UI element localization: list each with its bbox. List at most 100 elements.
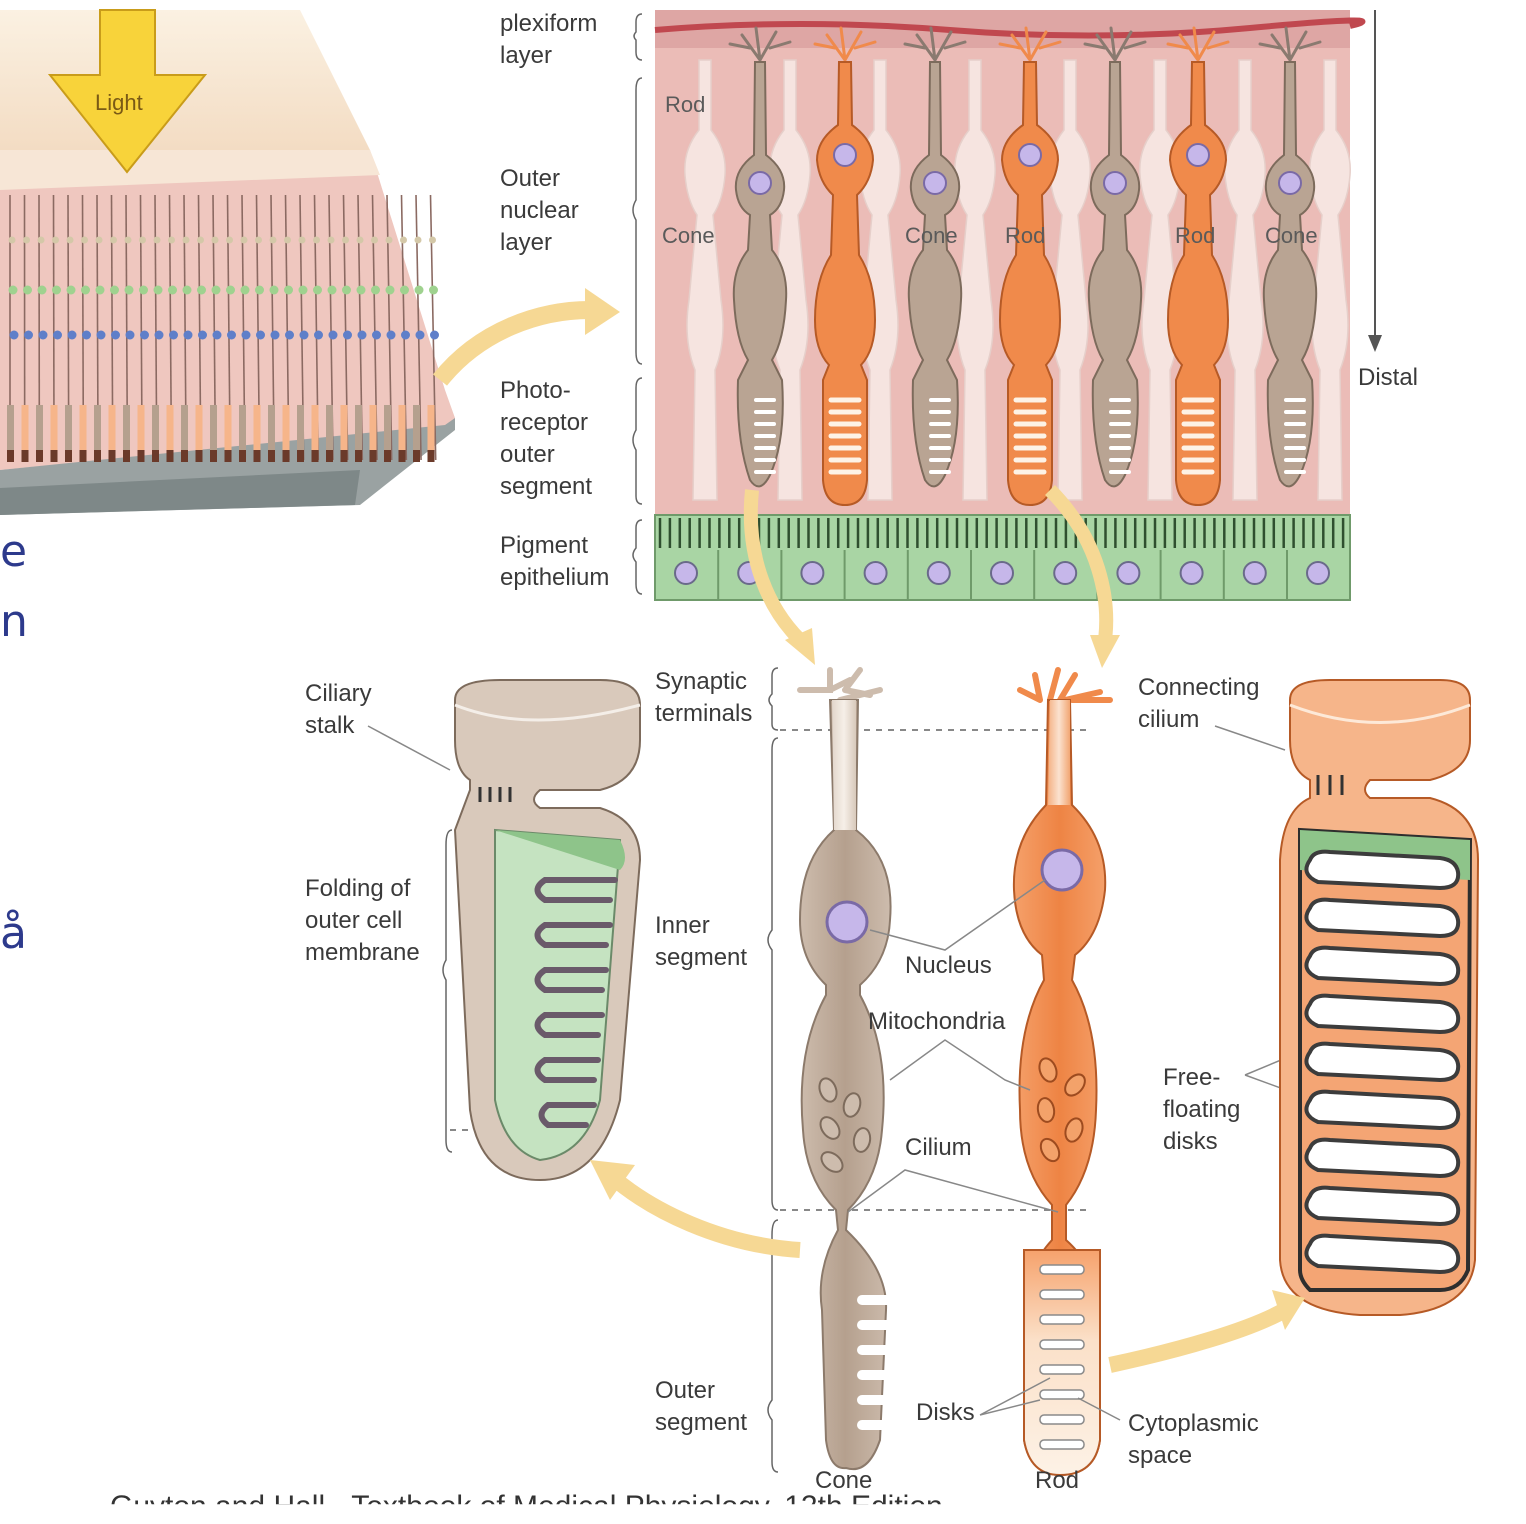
wedge-cell-blue-2 — [24, 331, 33, 340]
wedge-photoreceptor-9 — [123, 405, 130, 450]
wedge-to-tissue-arrow — [440, 310, 590, 380]
wedge-segment-28 — [399, 450, 406, 462]
wedge-photoreceptor-3 — [36, 405, 43, 450]
wedge-photoreceptor-25 — [355, 405, 362, 450]
wedge-cell-green-25 — [357, 286, 366, 295]
wedge-cell-top-5 — [67, 237, 74, 244]
tissue-label-rod-3: Rod — [1175, 223, 1215, 249]
wedge-cell-blue-11 — [155, 331, 164, 340]
wedge-cell-blue-6 — [82, 331, 91, 340]
rod-to-enlargement-arrow — [1110, 1310, 1285, 1365]
wedge-photoreceptor-8 — [109, 405, 116, 450]
wedge-cell-blue-30 — [430, 331, 439, 340]
wedge-cell-green-11 — [154, 286, 163, 295]
wedge-segment-9 — [123, 450, 130, 462]
wedge-photoreceptor-30 — [428, 405, 435, 450]
wedge-segment-30 — [428, 450, 435, 462]
wedge-segment-13 — [181, 450, 188, 462]
tissue-label-rod-1: Rod — [665, 92, 705, 118]
rod-enlarged-disk-4 — [1306, 996, 1458, 1032]
wedge-segment-10 — [138, 450, 145, 462]
wedge-segment-25 — [355, 450, 362, 462]
wedge-cell-blue-29 — [416, 331, 425, 340]
wedge-cell-top-3 — [38, 237, 45, 244]
wedge-cell-green-28 — [400, 286, 409, 295]
cone-cell-detail — [800, 670, 891, 1469]
wedge-cell-top-13 — [183, 237, 190, 244]
wedge-cell-blue-26 — [372, 331, 381, 340]
wedge-segment-8 — [109, 450, 116, 462]
light-label: Light — [95, 90, 143, 115]
wedge-segment-23 — [326, 450, 333, 462]
wedge-cell-top-6 — [81, 237, 88, 244]
wedge-cell-top-27 — [386, 237, 393, 244]
wedge-cell-top-24 — [342, 237, 349, 244]
wedge-segment-2 — [22, 450, 29, 462]
photoreceptor-tissue-section — [655, 10, 1363, 600]
pigment-nucleus-9 — [1181, 562, 1203, 584]
wedge-cell-green-3 — [38, 286, 47, 295]
wedge-segment-24 — [341, 450, 348, 462]
wedge-cell-green-1 — [9, 286, 18, 295]
wedge-cell-top-22 — [313, 237, 320, 244]
cilium-label: Cilium — [905, 1132, 972, 1164]
wedge-cell-green-21 — [299, 286, 308, 295]
wedge-photoreceptor-20 — [283, 405, 290, 450]
wedge-cell-top-30 — [429, 237, 436, 244]
pigment-epithelium-label: Pigment epithelium — [500, 530, 609, 594]
wedge-photoreceptor-14 — [196, 405, 203, 450]
wedge-segment-29 — [413, 450, 420, 462]
wedge-cell-green-13 — [183, 286, 192, 295]
wedge-cell-green-20 — [284, 286, 293, 295]
wedge-cell-top-17 — [241, 237, 248, 244]
wedge-cell-top-15 — [212, 237, 219, 244]
wedge-segment-26 — [370, 450, 377, 462]
wedge-cell-green-15 — [212, 286, 221, 295]
wedge-cell-top-4 — [52, 237, 59, 244]
wedge-photoreceptor-15 — [210, 405, 217, 450]
cytoplasmic-space-label: Cytoplasmic space — [1128, 1408, 1259, 1472]
wedge-to-tissue-arrowhead — [585, 288, 620, 335]
folding-membrane-label: Folding of outer cell membrane — [305, 873, 420, 969]
wedge-photoreceptor-27 — [384, 405, 391, 450]
pigment-nucleus-3 — [801, 562, 823, 584]
wedge-cell-top-18 — [255, 237, 262, 244]
wedge-cell-green-16 — [226, 286, 235, 295]
wedge-cell-top-8 — [110, 237, 117, 244]
wedge-cell-blue-7 — [97, 331, 106, 340]
wedge-photoreceptor-1 — [7, 405, 14, 450]
pigment-nucleus-5 — [928, 562, 950, 584]
wedge-cell-blue-27 — [387, 331, 396, 340]
wedge-cell-blue-16 — [227, 331, 236, 340]
wedge-photoreceptor-19 — [268, 405, 275, 450]
wedge-cell-green-27 — [386, 286, 395, 295]
layer-braces — [633, 14, 642, 594]
rod-enlarged-disk-1 — [1306, 852, 1458, 888]
rod-outer-segment-enlargement — [1280, 680, 1478, 1315]
wedge-segment-16 — [225, 450, 232, 462]
wedge-cell-top-19 — [270, 237, 277, 244]
wedge-cell-top-29 — [415, 237, 422, 244]
tissue-nucleus-6 — [1187, 144, 1209, 166]
wedge-cell-blue-28 — [401, 331, 410, 340]
pigment-nucleus-6 — [991, 562, 1013, 584]
wedge-cell-green-30 — [429, 286, 438, 295]
outer-segment-label: Outer segment — [655, 1375, 747, 1439]
wedge-cell-top-25 — [357, 237, 364, 244]
wedge-photoreceptor-2 — [22, 405, 29, 450]
wedge-cell-blue-24 — [343, 331, 352, 340]
wedge-cell-blue-4 — [53, 331, 62, 340]
wedge-photoreceptor-6 — [80, 405, 87, 450]
tissue-label-cone-2: Cone — [905, 223, 958, 249]
rod-enlarged-disk-7 — [1306, 1140, 1458, 1176]
wedge-cell-blue-10 — [140, 331, 149, 340]
wedge-photoreceptor-11 — [152, 405, 159, 450]
pigment-nucleus-10 — [1244, 562, 1266, 584]
wedge-cell-green-29 — [415, 286, 424, 295]
wedge-cell-blue-12 — [169, 331, 178, 340]
wedge-cell-blue-15 — [213, 331, 222, 340]
wedge-cell-green-18 — [255, 286, 264, 295]
tissue-label-cone-3: Cone — [1265, 223, 1318, 249]
wedge-segment-21 — [297, 450, 304, 462]
nucleus-label: Nucleus — [905, 950, 992, 982]
